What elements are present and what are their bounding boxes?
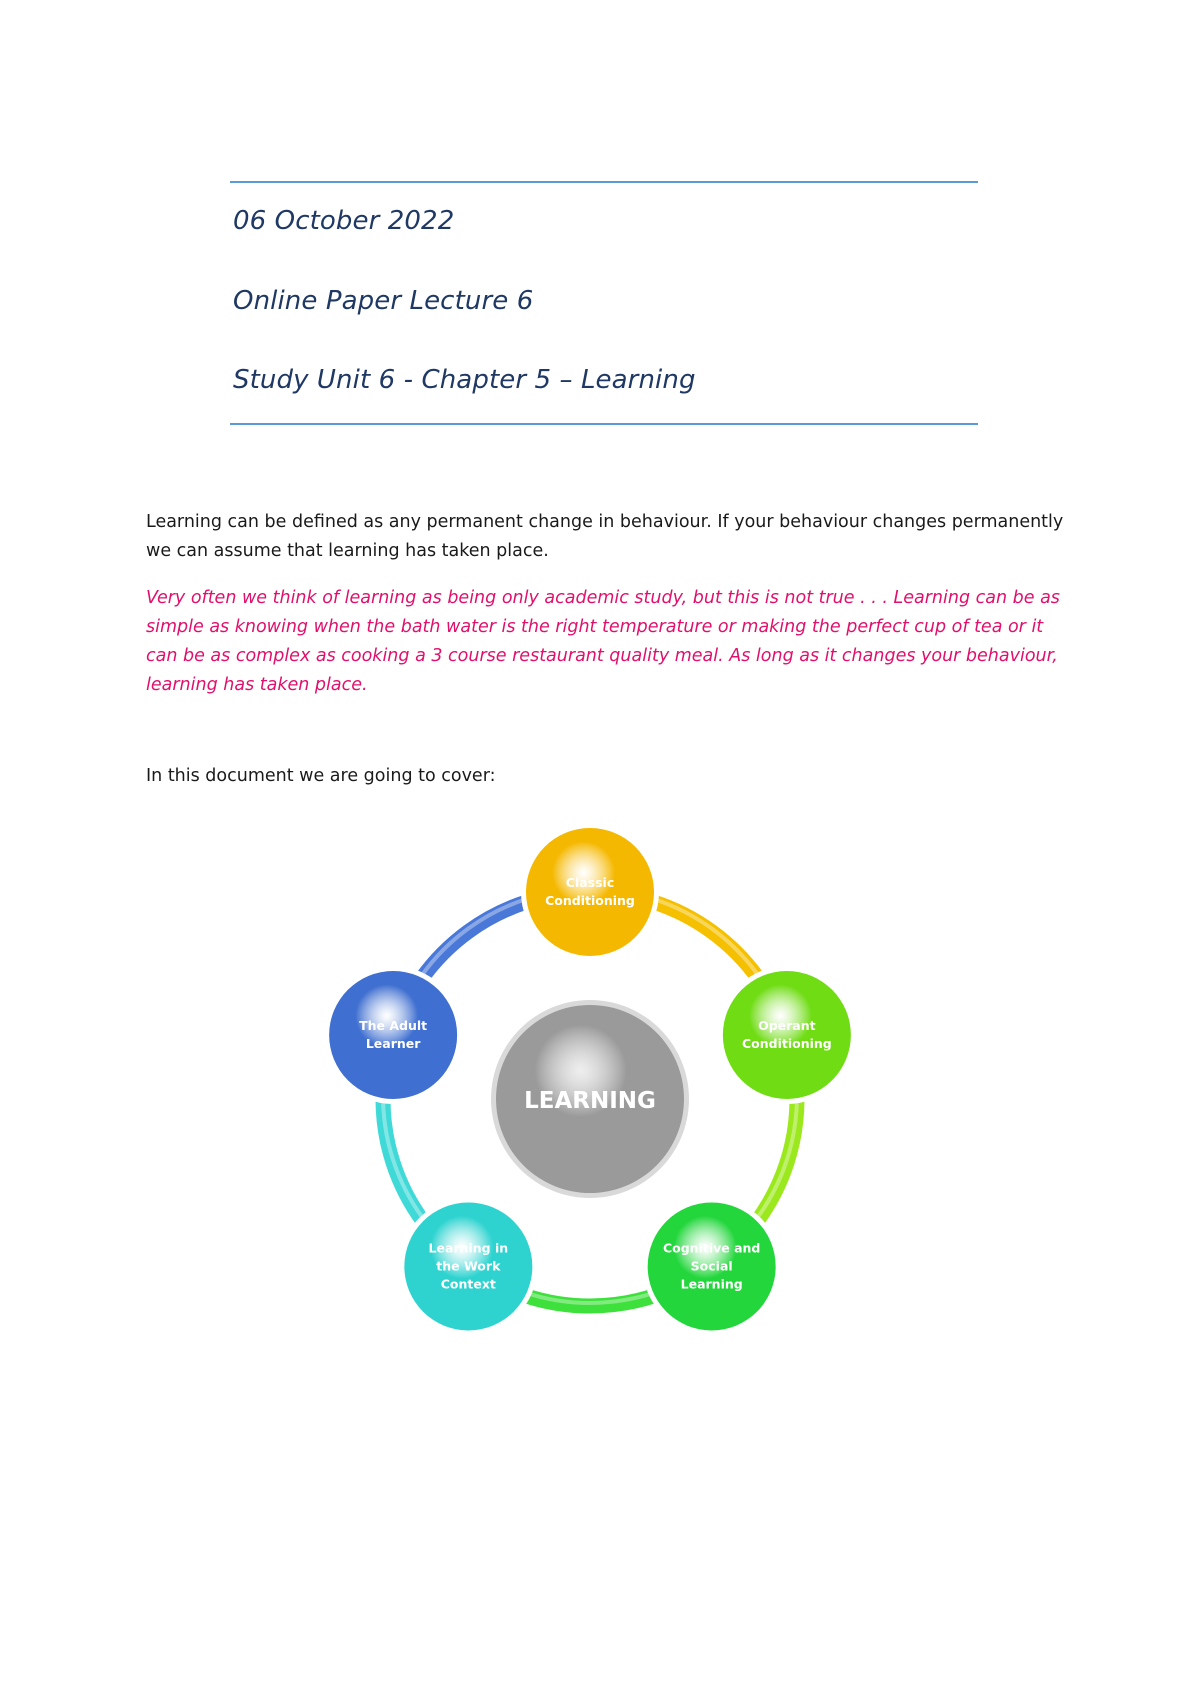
header-date: 06 October 2022 <box>233 206 455 236</box>
intro-paragraph: Learning can be defined as any permanent… <box>146 512 1064 561</box>
cycle-node-label: The Adult <box>359 1018 427 1033</box>
center-layer: LEARNING <box>491 1000 689 1198</box>
cycle-node-label: Context <box>441 1276 496 1291</box>
node-layer: ClassicConditioningOperantConditioningCo… <box>324 823 856 1336</box>
cycle-node-circle <box>404 1202 533 1331</box>
center-label: LEARNING <box>524 1088 656 1114</box>
cycle-svg: LEARNING ClassicConditioningOperantCondi… <box>324 823 856 1336</box>
header-study-unit: Study Unit 6 - Chapter 5 – Learning <box>233 365 696 395</box>
cycle-node-label: Conditioning <box>742 1036 832 1051</box>
cycle-node-label: Operant <box>758 1018 816 1033</box>
cycle-node-circle <box>526 828 654 956</box>
cycle-node-label: Conditioning <box>545 893 635 908</box>
cycle-node-circle <box>329 971 458 1100</box>
cycle-node-label: Classic <box>566 875 614 890</box>
cycle-node-label: Cognitive and <box>663 1240 760 1255</box>
cycle-node-circle <box>647 1202 776 1331</box>
cycle-node-label: the Work <box>436 1258 501 1273</box>
highlight-paragraph: Very often we think of learning as being… <box>146 588 1060 695</box>
header-top-rule <box>230 181 978 183</box>
cycle-node-label: Learning in <box>429 1240 509 1255</box>
cycle-node-label: Learner <box>366 1036 421 1051</box>
cycle-node-label: Learning <box>681 1276 743 1291</box>
header-bottom-rule <box>230 423 978 425</box>
center-circle <box>496 1005 684 1193</box>
cycle-node-label: Social <box>691 1258 733 1273</box>
cycle-node-circle <box>722 971 851 1100</box>
header-lecture-title: Online Paper Lecture 6 <box>233 286 534 316</box>
cover-paragraph: In this document we are going to cover: <box>146 766 496 786</box>
